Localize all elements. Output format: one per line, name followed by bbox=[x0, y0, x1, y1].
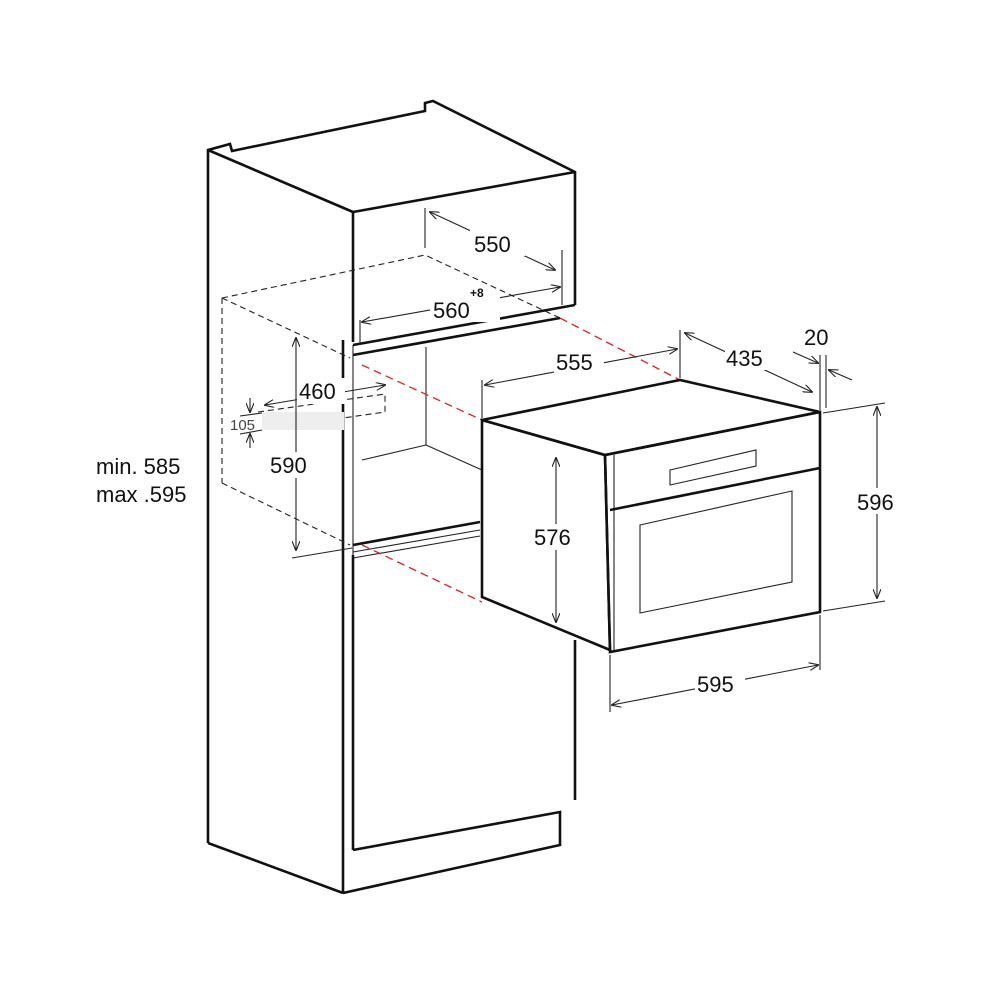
label-oven-depth-rear: 435 bbox=[726, 346, 763, 371]
niche-bottom-lip2 bbox=[352, 535, 481, 559]
niche-bottom-lip bbox=[352, 529, 481, 553]
label-niche-width: 560 bbox=[433, 298, 470, 323]
oven-front bbox=[603, 410, 822, 654]
label-oven-front-width: 595 bbox=[697, 672, 734, 697]
dimension-lines bbox=[239, 208, 886, 712]
cabinet-top-left-edge bbox=[207, 148, 354, 214]
cabinet-top-front-edge bbox=[352, 170, 576, 214]
projection-lines bbox=[361, 317, 681, 603]
oven bbox=[480, 378, 822, 654]
label-niche-height: 590 bbox=[270, 453, 307, 478]
label-cabinet-min: min. 585 bbox=[96, 454, 180, 479]
control-panel-divider bbox=[609, 466, 821, 512]
niche-floor-side bbox=[425, 444, 483, 471]
niche-top-front bbox=[352, 316, 561, 357]
label-vent-height: 105 bbox=[230, 417, 255, 434]
cabinet-plinth bbox=[342, 810, 562, 895]
label-oven-front-height: 596 bbox=[857, 490, 894, 515]
niche-floor-back bbox=[361, 444, 427, 461]
tall-cabinet bbox=[206, 99, 577, 895]
label-niche-width-tolerance: +8 bbox=[470, 286, 484, 300]
label-cabinet-max: max .595 bbox=[96, 482, 187, 507]
label-cabinet-depth: 550 bbox=[474, 232, 511, 257]
cabinet-top-outline bbox=[206, 99, 577, 843]
label-front-panel-thickness: 20 bbox=[804, 325, 828, 350]
cabinet-bottom-left bbox=[207, 841, 344, 895]
vent-opening bbox=[262, 412, 344, 430]
niche-bottom-front bbox=[352, 520, 481, 547]
label-oven-depth: 555 bbox=[556, 350, 593, 375]
oven-door-window bbox=[639, 490, 793, 614]
label-vent-width: 460 bbox=[299, 379, 336, 404]
niche-outline bbox=[221, 254, 561, 546]
oven-top bbox=[481, 378, 821, 457]
label-oven-body-height: 576 bbox=[534, 525, 571, 550]
oven-display bbox=[669, 449, 757, 486]
